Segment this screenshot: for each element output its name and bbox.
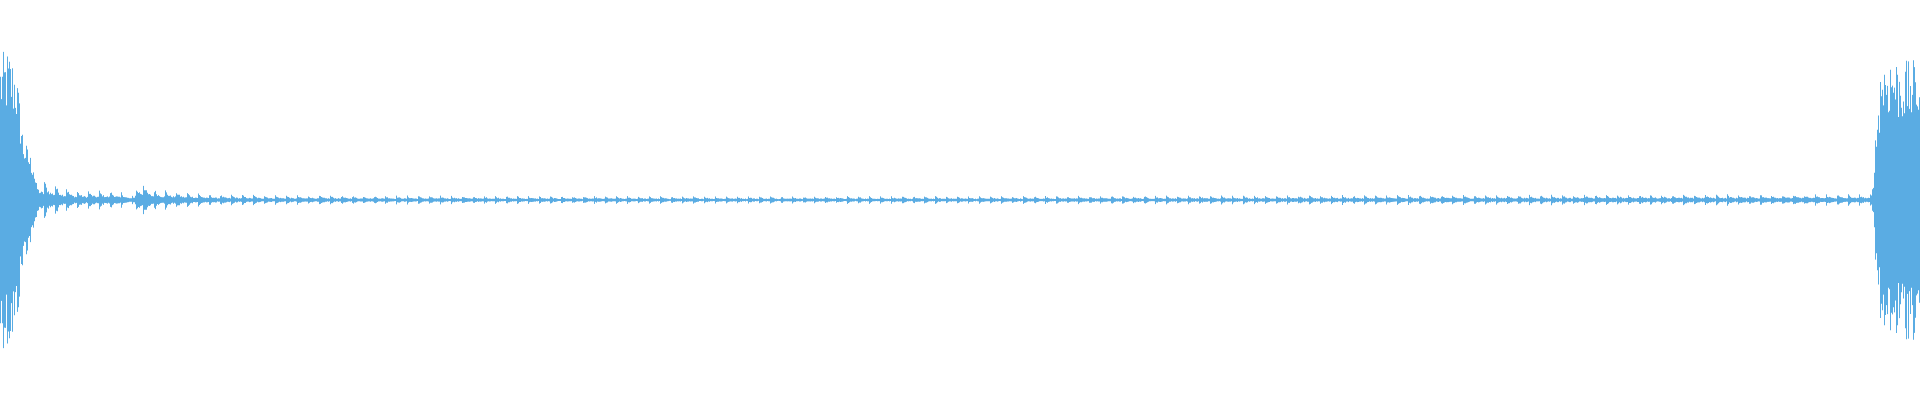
waveform-plot	[0, 51, 1920, 349]
